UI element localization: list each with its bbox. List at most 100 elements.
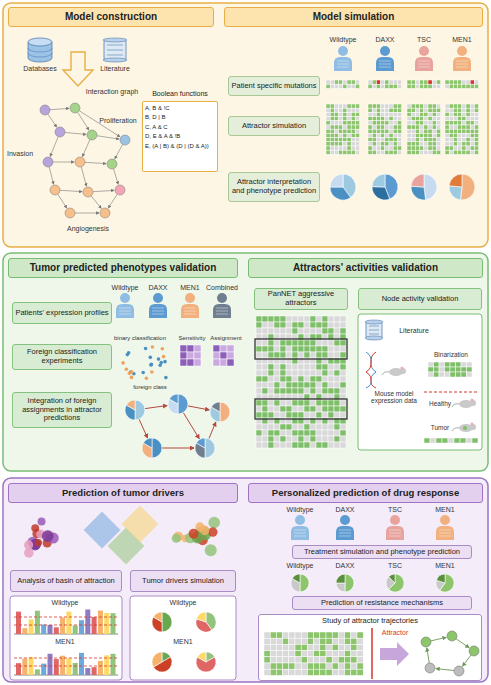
scatter-dot bbox=[132, 372, 136, 376]
grid-cell bbox=[458, 138, 462, 142]
person-head bbox=[390, 515, 400, 525]
grid-cell bbox=[372, 117, 376, 121]
grid-cell bbox=[411, 84, 415, 88]
grid-cell bbox=[381, 117, 385, 121]
grid-cell bbox=[368, 108, 372, 112]
grid-cell bbox=[310, 436, 316, 442]
grid-cell bbox=[347, 146, 351, 150]
grid-cell bbox=[428, 138, 432, 142]
grid-cell bbox=[397, 84, 401, 88]
grid-cell bbox=[289, 657, 295, 663]
scatter-dot bbox=[145, 376, 149, 380]
grid-cell bbox=[428, 362, 434, 367]
grid-cell bbox=[420, 138, 424, 142]
grid-cell bbox=[385, 142, 389, 146]
grid-cell bbox=[458, 133, 462, 137]
mouse-icon bbox=[452, 398, 476, 408]
grid-cell bbox=[432, 104, 436, 108]
grid-cell bbox=[340, 382, 346, 388]
grid-cell bbox=[262, 424, 268, 430]
grid-cell bbox=[328, 424, 334, 430]
grid-cell bbox=[292, 412, 298, 418]
grid-cell bbox=[340, 328, 346, 334]
grid-cell bbox=[351, 121, 355, 125]
state-dot bbox=[196, 527, 204, 535]
grid-cell bbox=[376, 129, 380, 133]
pie-slice bbox=[126, 400, 135, 410]
grid-cell bbox=[330, 108, 334, 112]
person-grid bbox=[119, 314, 131, 315]
grid-cell bbox=[415, 108, 419, 112]
grid-cell bbox=[304, 358, 310, 364]
grid-cell bbox=[264, 632, 270, 638]
grid-cell bbox=[389, 84, 393, 88]
grid-cell bbox=[470, 84, 474, 88]
grid-cell bbox=[298, 358, 304, 364]
grid-cell bbox=[389, 138, 393, 142]
grid-cell bbox=[274, 406, 280, 412]
grid-cell bbox=[420, 142, 424, 146]
basin-bar bbox=[35, 611, 40, 634]
grid-cell bbox=[274, 430, 280, 436]
hollow-arrow bbox=[63, 52, 93, 86]
grid-cell bbox=[322, 352, 328, 358]
grid-cell bbox=[322, 436, 328, 442]
grid-cell bbox=[381, 125, 385, 129]
grid-cell bbox=[310, 442, 316, 448]
grid-cell bbox=[340, 436, 346, 442]
grid-cell bbox=[428, 104, 432, 108]
person-body bbox=[453, 57, 471, 71]
grid-cell bbox=[462, 142, 466, 146]
scatter-dot bbox=[151, 345, 155, 349]
grid-cell bbox=[227, 359, 234, 366]
grid-cell bbox=[407, 125, 411, 129]
grid-cell bbox=[466, 146, 470, 150]
grid-cell bbox=[347, 104, 351, 108]
grid-cell bbox=[385, 84, 389, 88]
grid-cell bbox=[262, 418, 268, 424]
grid-cell bbox=[393, 146, 397, 150]
state-dot bbox=[201, 530, 211, 540]
grid-cell bbox=[449, 138, 453, 142]
pie-slice bbox=[196, 438, 205, 448]
grid-cell bbox=[292, 382, 298, 388]
grid-cell bbox=[449, 125, 453, 129]
grid-cell bbox=[461, 362, 467, 367]
grid-cell bbox=[295, 669, 301, 675]
grid-cell bbox=[295, 638, 301, 644]
graph-node bbox=[70, 103, 80, 113]
grid-cell bbox=[381, 150, 385, 154]
person-grid bbox=[184, 311, 196, 312]
grid-cell bbox=[334, 340, 340, 346]
grid-cell bbox=[307, 657, 313, 663]
graph-link bbox=[82, 140, 90, 157]
grid-cell bbox=[194, 352, 201, 359]
grid-cell bbox=[458, 104, 462, 108]
grid-cell bbox=[424, 121, 428, 125]
grid-cell bbox=[436, 142, 440, 146]
grid-cell bbox=[397, 121, 401, 125]
grid-cell bbox=[368, 138, 372, 142]
grid-cell bbox=[343, 129, 347, 133]
person-head bbox=[440, 515, 450, 525]
person-grid bbox=[439, 536, 451, 537]
basin-bar bbox=[111, 654, 116, 675]
node-text: Model simulation bbox=[313, 11, 395, 23]
grid-cell bbox=[328, 316, 334, 322]
grid-cell bbox=[428, 80, 432, 84]
grid-cell bbox=[372, 146, 376, 150]
grid-cell bbox=[307, 669, 313, 675]
grid-cell bbox=[326, 146, 330, 150]
person-grid bbox=[439, 530, 451, 531]
grid-cell bbox=[292, 406, 298, 412]
grid-cell bbox=[381, 108, 385, 112]
basin-bar bbox=[92, 617, 97, 634]
grid-cell bbox=[415, 138, 419, 142]
scatter-dot bbox=[158, 363, 162, 367]
basin-bar bbox=[92, 667, 97, 675]
grid-cell bbox=[316, 412, 322, 418]
grid-cell bbox=[411, 117, 415, 121]
pie-slice bbox=[330, 187, 351, 200]
grid-cell bbox=[445, 372, 451, 377]
grid-cell bbox=[298, 346, 304, 352]
